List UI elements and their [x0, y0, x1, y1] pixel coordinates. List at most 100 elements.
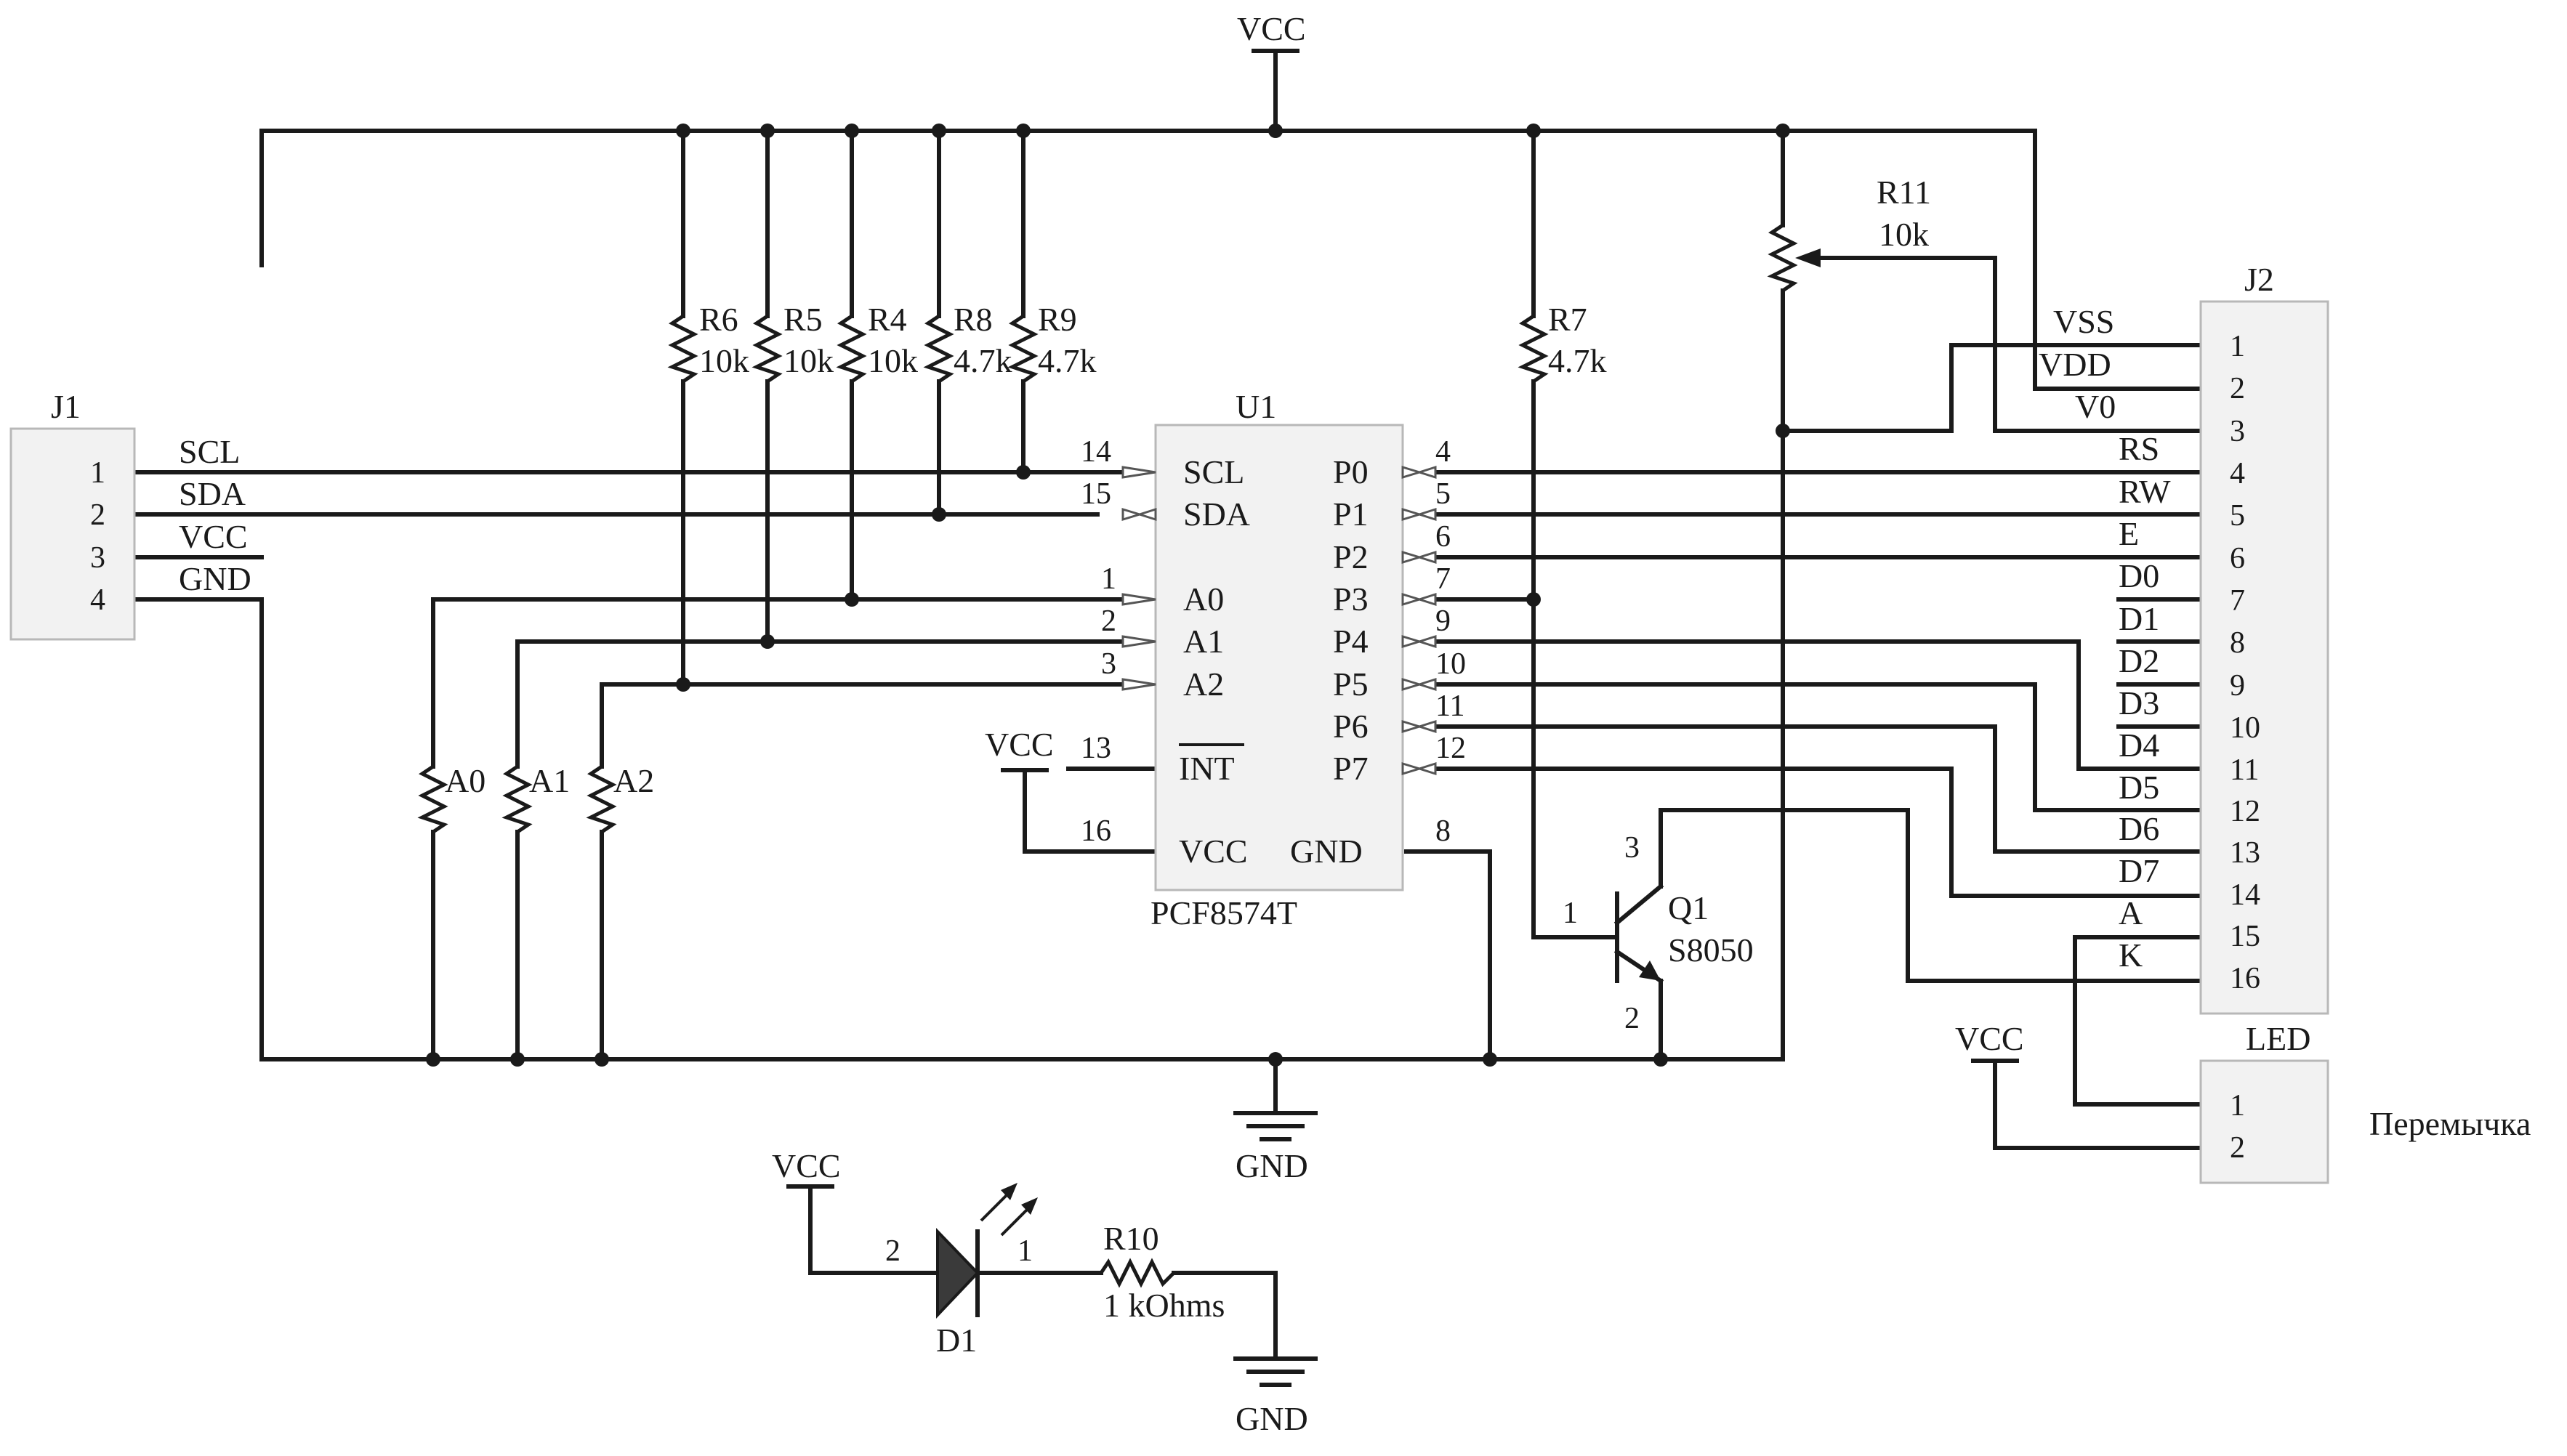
j1-net-label: VCC: [179, 518, 248, 555]
u1-pin-number: 7: [1435, 562, 1451, 596]
addr-resistor-label: A1: [529, 762, 570, 799]
u1-pin-name: P7: [1333, 750, 1369, 787]
junctions: [426, 124, 1790, 1067]
u1-pin-number: 2: [1101, 604, 1116, 638]
j2-net-label: RW: [2119, 473, 2171, 510]
resistor-ref: R4: [868, 301, 907, 338]
u1-pin-name: A0: [1183, 581, 1224, 618]
u1-pin-number: 4: [1435, 435, 1451, 469]
led-connector: [2199, 1059, 2329, 1184]
j2-pin: 13: [2230, 836, 2260, 870]
u1-pin-number: 9: [1435, 604, 1451, 638]
d1-ref: D1: [936, 1322, 977, 1359]
u1-pin-number: 10: [1435, 647, 1466, 681]
j2-net-label: D0: [2119, 557, 2159, 594]
ground-symbol: [1233, 1111, 1318, 1141]
u1-pin-name: P6: [1333, 708, 1369, 745]
j1-net-label: SCL: [179, 433, 240, 470]
vcc-label: VCC: [985, 726, 1054, 763]
j1-net-label: SDA: [179, 475, 246, 512]
led-conn-pin: 1: [2230, 1089, 2245, 1123]
j2-pin: 6: [2230, 542, 2245, 575]
j2-pin: 3: [2230, 415, 2245, 448]
q1-pin: 2: [1624, 1002, 1640, 1035]
resistor-value: 10k: [1879, 216, 1929, 253]
u1-pin-number: 14: [1081, 435, 1111, 469]
j2-net-label: D6: [2119, 810, 2159, 847]
resistor-symbols: [417, 223, 1821, 1288]
u1-pin-name: P4: [1333, 623, 1369, 660]
gnd-label: GND: [1236, 1400, 1308, 1437]
u1-pin-name: A1: [1183, 623, 1224, 660]
u1-pin-name: A2: [1183, 666, 1224, 703]
j2-net-label: VDD: [2039, 346, 2111, 383]
u1-pin-number: 8: [1435, 814, 1451, 848]
j2-pin: 2: [2230, 372, 2245, 405]
j2-pin: 8: [2230, 626, 2245, 660]
u1-pin-number: 16: [1081, 814, 1111, 848]
j1-pin: 1: [90, 456, 105, 490]
j2-net-label: D4: [2119, 727, 2159, 764]
u1-pin-number: 13: [1081, 732, 1111, 765]
q1-part: S8050: [1668, 931, 1754, 968]
u1-chip: [1154, 424, 1404, 891]
jumper-note: Перемычка: [2369, 1105, 2531, 1142]
u1-pin-name: SDA: [1183, 496, 1250, 533]
wires: [132, 49, 2203, 1361]
j2-ref: J2: [2244, 261, 2274, 298]
d1-pin: 2: [885, 1234, 900, 1268]
resistor-ref: R9: [1038, 301, 1077, 338]
resistor-value: 10k: [868, 342, 918, 379]
u1-pin-name: P0: [1333, 453, 1369, 490]
q1-pin: 1: [1563, 897, 1578, 930]
resistor-ref: R8: [954, 301, 993, 338]
resistor-value: 4.7k: [1038, 342, 1097, 379]
j2-net-label: RS: [2119, 430, 2159, 467]
j2-pin: 1: [2230, 330, 2245, 363]
j2-net-label: K: [2119, 937, 2143, 974]
u1-pin-name: SCL: [1183, 453, 1244, 490]
j1-pin: 3: [90, 541, 105, 575]
u1-ref: U1: [1236, 388, 1276, 425]
vcc-label: VCC: [1237, 10, 1306, 47]
addr-resistor-label: A0: [445, 762, 485, 799]
led-conn-ref: LED: [2246, 1020, 2310, 1057]
j2-pin: 10: [2230, 711, 2260, 745]
j2-net-labels: VSS VDD V0 RS RW E D0 D1 D2 D3 D4 D5 D6 …: [2039, 303, 2171, 974]
addr-resistor-label: A2: [613, 762, 654, 799]
u1-pin-name: P1: [1333, 496, 1369, 533]
resistor-ref: R11: [1877, 174, 1931, 211]
j2-net-label: D3: [2119, 684, 2159, 721]
j1-ref: J1: [51, 388, 81, 425]
d1-led: [936, 1183, 1038, 1319]
u1-pin-name: VCC: [1179, 833, 1248, 870]
vcc-label: VCC: [1955, 1020, 2024, 1057]
j2-net-label: A: [2119, 894, 2143, 931]
j2-pin: 11: [2230, 753, 2259, 787]
j2-net-label: VSS: [2053, 303, 2114, 340]
j2-net-label: D7: [2119, 852, 2159, 889]
q1-pin: 3: [1624, 831, 1640, 865]
j2-pin: 9: [2230, 669, 2245, 703]
u1-pin-number: 6: [1435, 520, 1451, 554]
u1-pin-name: GND: [1290, 833, 1363, 870]
j1-pin: 4: [90, 583, 105, 617]
j2-pin: 15: [2230, 920, 2260, 953]
j2-pin: 16: [2230, 962, 2260, 995]
u1-pin-number: 5: [1435, 477, 1451, 511]
u1-pin-number: 12: [1435, 732, 1466, 765]
u1-pin-number: 15: [1081, 477, 1111, 511]
resistor-value: 4.7k: [954, 342, 1012, 379]
ground-symbol-led: [1233, 1356, 1318, 1387]
u1-pin-number: 1: [1101, 562, 1116, 596]
led-conn-pin: 2: [2230, 1131, 2245, 1165]
q1-transistor: [1613, 883, 1664, 984]
q1-ref: Q1: [1668, 889, 1709, 926]
j2-connector: [2199, 300, 2329, 1015]
u1-pin-name: INT: [1179, 750, 1235, 787]
port-arrows: [1121, 465, 1437, 776]
j2-pin: 14: [2230, 878, 2260, 912]
resistor-value: 4.7k: [1548, 342, 1607, 379]
j2-net-label: D1: [2119, 600, 2159, 637]
